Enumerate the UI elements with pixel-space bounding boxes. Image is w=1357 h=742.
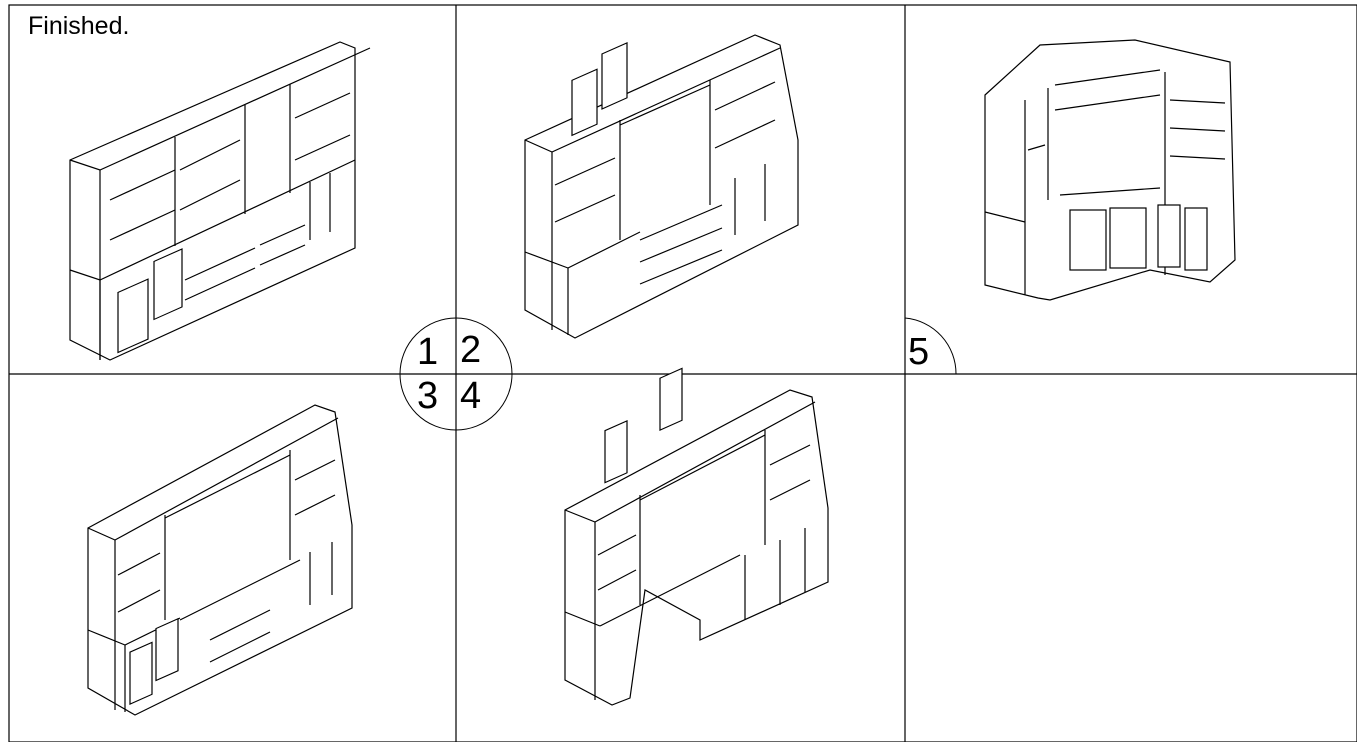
marker-arc-5 <box>904 317 957 375</box>
drawing-wall-unit-glass-doors <box>69 41 371 361</box>
drawing-entertainment-center <box>524 34 799 339</box>
panel-number-4: 4 <box>460 375 482 417</box>
drawing-corner-unit <box>984 39 1236 301</box>
page-title: Finished. <box>28 12 130 40</box>
grid-lines <box>8 4 1357 742</box>
marker-circle <box>399 317 513 431</box>
panel-number-2: 2 <box>460 329 482 371</box>
drawing-desk-unit <box>564 367 829 706</box>
drawing-entertainment-center-wide <box>87 404 353 716</box>
panel-number-5: 5 <box>908 331 930 373</box>
panel-number-3: 3 <box>417 375 439 417</box>
panel-number-1: 1 <box>417 331 439 373</box>
